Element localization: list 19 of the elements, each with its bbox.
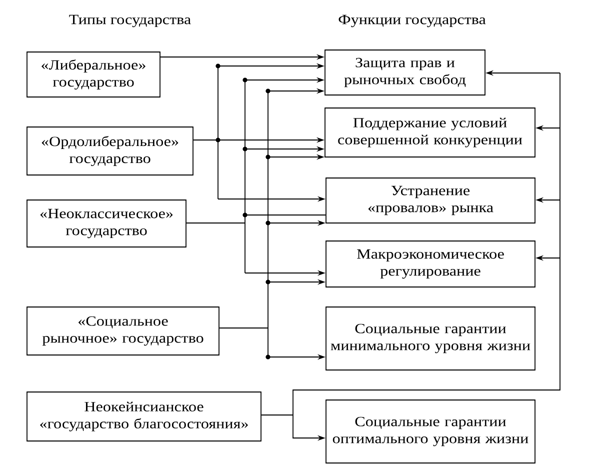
- state-type-box: «Ордолиберальное» государство: [26, 126, 194, 176]
- function-box: Устранение «провалов» рынка: [326, 178, 536, 224]
- function-box: Социальные гарантии оптимального уровня жизни: [326, 400, 536, 464]
- connector-line: [186, 80, 246, 274]
- state-type-box: Неокейнсианское «государство благосостояния»: [26, 392, 262, 442]
- function-box: Социальные гарантии минимального уровня жизни: [326, 306, 536, 370]
- connector-line: [219, 90, 268, 358]
- state-type-box: «Неоклассическое» государство: [26, 200, 186, 248]
- function-box: Защита прав и рыночных свобод: [324, 50, 486, 96]
- column-heading: Функции государства: [338, 14, 486, 28]
- function-box: Поддержание условий совершенной конкуренции: [324, 108, 536, 158]
- state-type-box: «Социальное рыночное» государство: [26, 306, 220, 356]
- function-box: Макроэкономическое регулирование: [326, 240, 536, 288]
- connector-line: [292, 72, 560, 416]
- connector-line: [193, 66, 218, 200]
- column-heading: Типы государства: [69, 14, 191, 28]
- connector-line: [261, 414, 294, 416]
- connector-line: [244, 214, 326, 216]
- state-type-box: «Либеральное» государство: [26, 52, 160, 98]
